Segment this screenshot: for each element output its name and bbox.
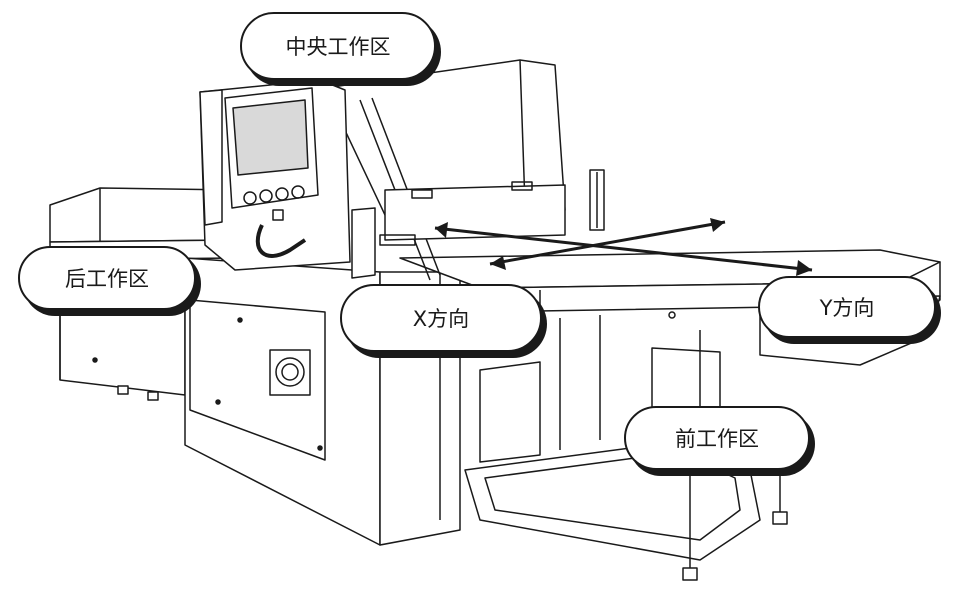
- y-axis-arrow-line: [434, 226, 813, 272]
- x-direction-label: X方向: [340, 284, 542, 352]
- front-zone-label: 前工作区: [624, 406, 810, 470]
- y-direction-label: Y方向: [758, 276, 936, 338]
- rear-zone-label: 后工作区: [18, 246, 196, 310]
- central-frame: [324, 59, 605, 281]
- axis-arrows: [434, 218, 813, 276]
- x-axis-arrow-line: [489, 220, 726, 266]
- console-screen: [232, 99, 309, 176]
- central-zone-label: 中央工作区: [240, 12, 436, 80]
- control-console: [199, 79, 351, 271]
